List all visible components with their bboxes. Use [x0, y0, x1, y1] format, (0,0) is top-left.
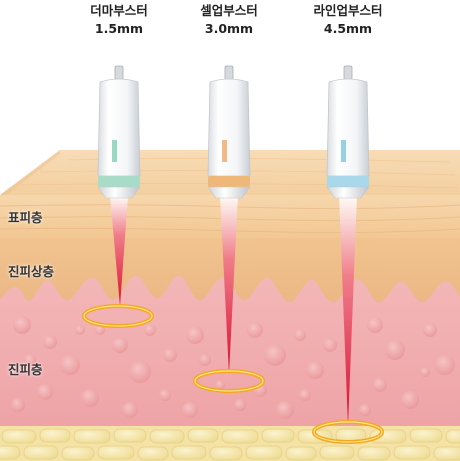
device-depth-cellup: 3.0mm	[204, 21, 254, 36]
layer-label-epidermis: 표피층	[8, 210, 43, 225]
fat-cells	[0, 428, 460, 461]
band-derma	[98, 176, 140, 187]
handpiece-cellup-booster	[207, 65, 251, 199]
laser-beam-lineup	[339, 196, 357, 426]
device-name-cellup: 셀업부스터	[200, 3, 258, 18]
laser-beam-cellup	[220, 196, 238, 374]
band-cellup	[208, 176, 250, 187]
device-name-derma: 더마부스터	[90, 3, 148, 18]
band-lineup	[327, 176, 369, 187]
handpiece-lineup-booster	[326, 65, 370, 199]
laser-beam-derma	[110, 196, 128, 306]
layer-label-dermis: 진피층	[8, 362, 43, 377]
handpiece-derma-booster	[97, 65, 141, 199]
device-depth-derma: 1.5mm	[94, 21, 144, 36]
device-depth-lineup: 4.5mm	[323, 21, 373, 36]
device-name-lineup: 라인업부스터	[313, 3, 383, 18]
layer-label-upper-dermis: 진피상층	[8, 264, 55, 279]
dermis-cells	[11, 316, 455, 419]
